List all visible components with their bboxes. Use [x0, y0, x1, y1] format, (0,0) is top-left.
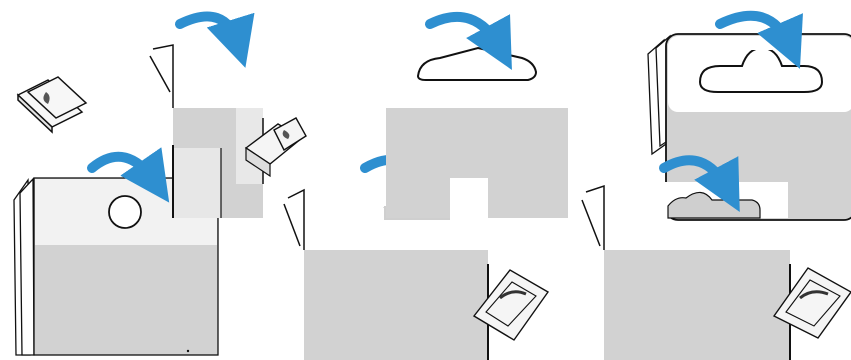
curved-arrow-icon	[175, 11, 255, 68]
hanger-card	[386, 46, 568, 218]
marker-dot	[186, 349, 190, 353]
clip-strip-icon	[244, 117, 307, 178]
curved-arrow-icon	[715, 10, 803, 69]
pegboard-hook-icon	[472, 269, 550, 341]
slot-card-small	[149, 44, 264, 218]
pegboard-hook-icon	[16, 76, 88, 134]
curved-arrow-icon	[87, 147, 170, 203]
curved-arrow-icon	[659, 155, 740, 213]
round-hole-card	[13, 177, 219, 356]
pegboard-hook-icon	[772, 267, 851, 339]
euro-slot-card-small	[581, 182, 791, 360]
curved-arrow-icon	[425, 11, 512, 70]
